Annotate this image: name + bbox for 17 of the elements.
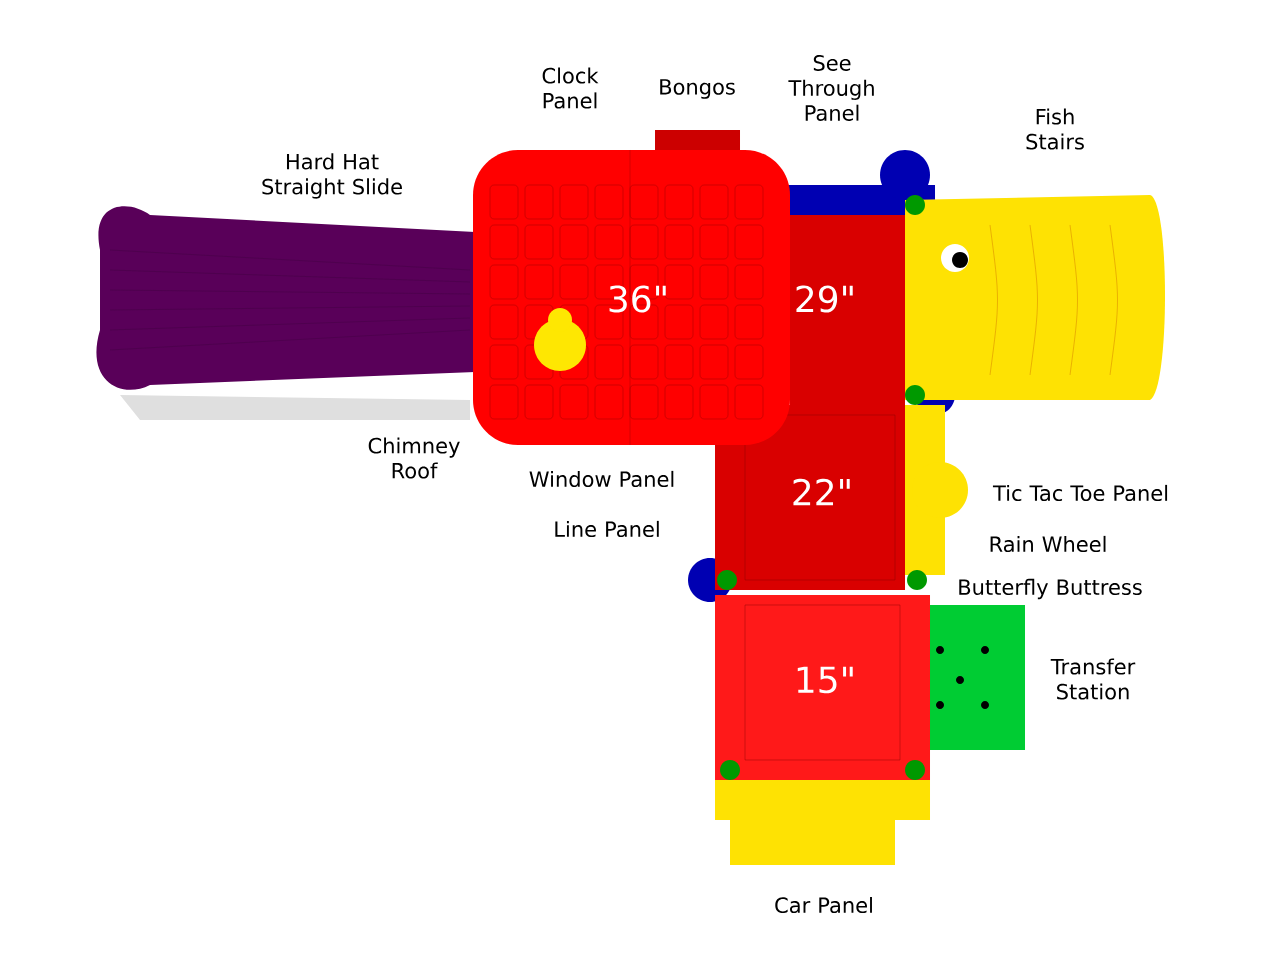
part-label: Chimney Roof: [368, 437, 460, 479]
part-label: Tic Tac Toe Panel: [992, 484, 1168, 502]
height-label: 36": [609, 285, 666, 313]
height-label: 29": [796, 285, 853, 313]
part-label: Hard Hat Straight Slide: [262, 153, 402, 199]
part-label: Fish Stairs: [1026, 108, 1084, 150]
height-label: 22": [793, 478, 850, 506]
part-label: Butterfly Buttress: [959, 578, 1142, 600]
part-label: Line Panel: [555, 520, 659, 538]
part-label: Bongos: [660, 79, 735, 99]
part-label: Clock Panel: [542, 67, 599, 109]
part-label: Window Panel: [529, 470, 674, 488]
part-label: Rain Wheel: [990, 535, 1106, 553]
part-label: Transfer Station: [1050, 658, 1136, 700]
height-label: 15": [797, 666, 853, 694]
part-label: See Through Panel: [788, 55, 874, 121]
part-label: Car Panel: [775, 896, 872, 914]
